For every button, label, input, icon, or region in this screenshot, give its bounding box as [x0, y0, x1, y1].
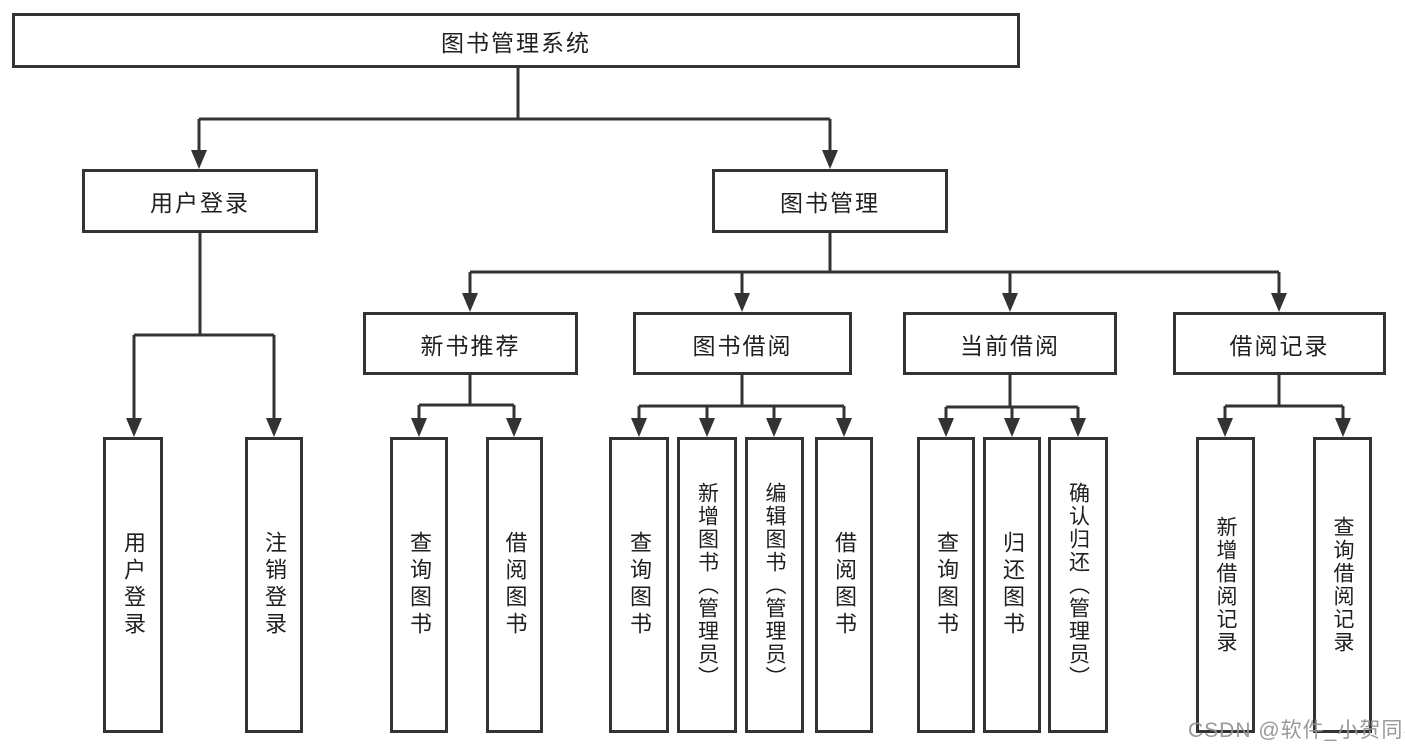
leaf-label: 新增图书（管理员） — [695, 481, 719, 689]
leaf-query-books-recommend: 查询图书 — [390, 437, 448, 733]
node-label: 当前借阅 — [960, 332, 1060, 359]
leaf-label: 确认归还（管理员） — [1066, 481, 1090, 689]
leaf-add-book-admin: 新增图书（管理员） — [677, 437, 737, 733]
leaf-query-books-current: 查询图书 — [917, 437, 975, 733]
leaf-label: 查询图书 — [627, 531, 652, 639]
leaf-label: 注销登录 — [262, 531, 287, 639]
leaf-query-books-borrowing: 查询图书 — [609, 437, 669, 733]
csdn-watermark: CSDN @软件_小贺同学 — [1188, 719, 1405, 742]
leaf-return-books: 归还图书 — [983, 437, 1041, 733]
connector-user-login-children — [132, 233, 276, 420]
connector-new-book-children — [417, 375, 516, 420]
leaf-confirm-return-admin: 确认归还（管理员） — [1048, 437, 1108, 733]
node-book-management: 图书管理 — [712, 169, 948, 233]
node-current-borrowing: 当前借阅 — [903, 312, 1117, 375]
leaf-logout: 注销登录 — [245, 437, 303, 733]
connector-book-mgmt-to-level3 — [468, 233, 1281, 295]
leaf-borrow-books-recommend: 借阅图书 — [486, 437, 543, 733]
leaf-label: 编辑图书（管理员） — [763, 481, 786, 689]
connector-current-borrow-children — [944, 375, 1080, 420]
leaf-label: 借阅图书 — [502, 531, 528, 639]
connector-book-borrow-children — [637, 375, 846, 420]
node-book-borrowing: 图书借阅 — [633, 312, 852, 375]
node-user-login: 用户登录 — [82, 169, 318, 233]
leaf-label: 查询借阅记录 — [1331, 516, 1354, 654]
leaf-query-borrow-record: 查询借阅记录 — [1313, 437, 1372, 733]
node-label: 图书管理系统 — [441, 29, 591, 56]
node-label: 借阅记录 — [1229, 332, 1330, 359]
leaf-borrow-books: 借阅图书 — [815, 437, 873, 733]
connector-borrow-records-children — [1223, 375, 1345, 420]
node-label: 图书管理 — [780, 190, 880, 216]
arrowheads — [126, 150, 1351, 437]
node-borrow-records: 借阅记录 — [1173, 312, 1386, 375]
node-label: 用户登录 — [150, 190, 250, 216]
leaf-label: 借阅图书 — [832, 531, 857, 639]
leaf-label: 查询图书 — [407, 531, 432, 639]
node-new-book-recommend: 新书推荐 — [363, 312, 578, 375]
leaf-add-borrow-record: 新增借阅记录 — [1196, 437, 1255, 733]
leaf-label: 归还图书 — [1000, 531, 1025, 639]
leaf-user-login: 用户登录 — [103, 437, 163, 733]
node-label: 新书推荐 — [420, 332, 521, 359]
leaf-label: 新增借阅记录 — [1214, 516, 1237, 654]
connector-root-to-level2 — [197, 68, 832, 152]
leaf-label: 查询图书 — [934, 531, 959, 639]
node-label: 图书借阅 — [692, 332, 793, 359]
leaf-label: 用户登录 — [121, 531, 146, 639]
leaf-edit-book-admin: 编辑图书（管理员） — [745, 437, 804, 733]
node-library-management-system: 图书管理系统 — [12, 13, 1020, 68]
